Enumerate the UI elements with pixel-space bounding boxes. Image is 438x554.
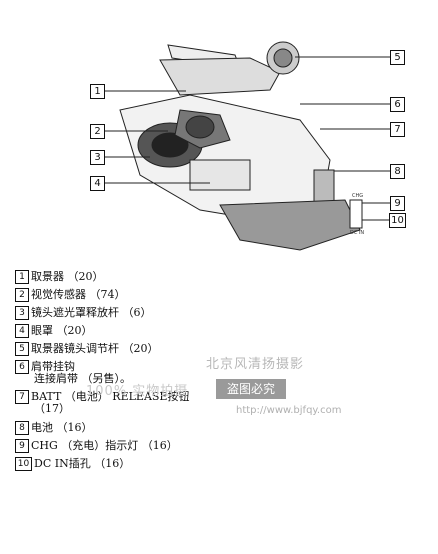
item-sublabel: （17） xyxy=(34,402,70,415)
item-label: 电池 （16） xyxy=(31,421,93,434)
item-label: 取景器镜头调节杆 （20） xyxy=(31,342,159,355)
callout-8: 8 xyxy=(390,164,405,179)
item-label: 镜头遮光罩释放杆 （6） xyxy=(31,306,152,319)
item-number: 7 xyxy=(15,390,29,404)
callout-10: 10 xyxy=(389,213,406,228)
callout-4: 4 xyxy=(90,176,105,191)
item-label: 取景器 （20） xyxy=(31,270,104,283)
item-label: BATT （电池） RELEASE按钮 xyxy=(31,390,190,403)
callout-6: 6 xyxy=(390,97,405,112)
watermark-box: 盗图必究 xyxy=(216,379,286,399)
item-label: 视觉传感器 （74） xyxy=(31,288,126,301)
watermark-line2: 100% 实物拍摄 xyxy=(86,384,189,399)
item-number: 9 xyxy=(15,439,29,453)
callout-7: 7 xyxy=(390,122,405,137)
callout-9: 9 xyxy=(390,196,405,211)
callout-3: 3 xyxy=(90,150,105,165)
item-number: 4 xyxy=(15,324,29,338)
item-number: 10 xyxy=(15,457,32,471)
chg-panel-label: CHG xyxy=(352,193,363,199)
dcin-panel-label: DC IN xyxy=(350,230,364,236)
item-number: 2 xyxy=(15,288,29,302)
item-number: 6 xyxy=(15,360,29,374)
item-label: 眼罩 （20） xyxy=(31,324,93,337)
item-number: 3 xyxy=(15,306,29,320)
callout-2: 2 xyxy=(90,124,105,139)
item-label: DC IN插孔 （16） xyxy=(34,457,131,470)
item-number: 8 xyxy=(15,421,29,435)
item-label: CHG （充电）指示灯 （16） xyxy=(31,439,178,452)
item-number: 1 xyxy=(15,270,29,284)
callout-5: 5 xyxy=(390,50,405,65)
watermark-url: http://www.bjfqy.com xyxy=(236,405,342,416)
item-number: 5 xyxy=(15,342,29,356)
watermark-line1: 北京风清扬摄影 xyxy=(206,357,305,372)
camcorder-illustration: CHG DC IN xyxy=(104,41,390,251)
callout-1: 1 xyxy=(90,84,105,99)
item-label: 肩带挂钩 xyxy=(31,360,75,373)
watermark: 北京风清扬摄影 100% 实物拍摄 盗图必究 http://www.bjfqy.… xyxy=(86,353,396,428)
item-sublabel: 连接肩带 （另售）。 xyxy=(34,372,131,385)
